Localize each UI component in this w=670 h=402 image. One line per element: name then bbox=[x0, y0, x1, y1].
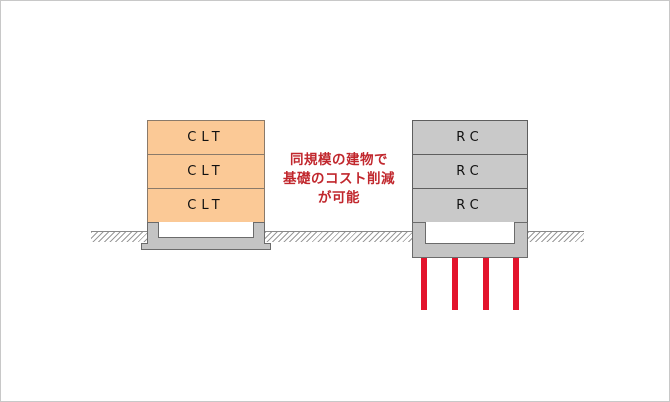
caption-line-1: 同規模の建物で bbox=[290, 152, 388, 168]
clt-floor-1: CLT bbox=[147, 188, 265, 223]
floor-label: RC bbox=[456, 198, 484, 213]
rc-footing-void bbox=[425, 222, 515, 244]
ground-left bbox=[91, 231, 147, 242]
floor-label: RC bbox=[456, 164, 484, 179]
floor-label: RC bbox=[456, 130, 484, 145]
ground-middle bbox=[265, 231, 412, 242]
ground-right bbox=[528, 231, 584, 242]
floor-label: CLT bbox=[187, 130, 225, 145]
clt-floor-2: CLT bbox=[147, 154, 265, 189]
clt-footing-base bbox=[141, 243, 271, 250]
cost-reduction-caption: 同規模の建物で 基礎のコスト削減 が可能 bbox=[269, 151, 409, 208]
pile-2 bbox=[452, 258, 458, 310]
pile-3 bbox=[483, 258, 489, 310]
rc-floor-1: RC bbox=[412, 188, 528, 223]
pile-4 bbox=[513, 258, 519, 310]
pile-1 bbox=[421, 258, 427, 310]
rc-floor-2: RC bbox=[412, 154, 528, 189]
caption-line-2: 基礎のコスト削減 bbox=[283, 171, 395, 187]
floor-label: CLT bbox=[187, 164, 225, 179]
rc-floor-3: RC bbox=[412, 120, 528, 155]
caption-line-3: が可能 bbox=[318, 190, 360, 206]
floor-label: CLT bbox=[187, 198, 225, 213]
clt-footing-void bbox=[158, 222, 254, 238]
clt-floor-3: CLT bbox=[147, 120, 265, 155]
